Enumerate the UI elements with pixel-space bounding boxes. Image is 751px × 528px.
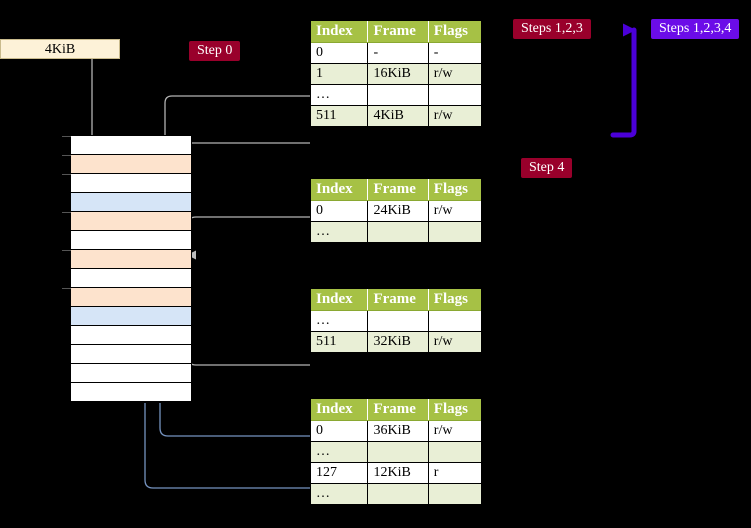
column-header-index: Index bbox=[311, 179, 369, 201]
memory-frame-row bbox=[71, 231, 191, 250]
table-row: … bbox=[311, 221, 481, 242]
table-cell: 0 bbox=[311, 42, 369, 64]
badge-step-4: Step 4 bbox=[521, 158, 573, 178]
table-cell: - bbox=[428, 42, 481, 64]
table-cell: 24KiB bbox=[367, 200, 429, 222]
badge-step-0: Step 0 bbox=[189, 41, 241, 61]
table-row: … bbox=[311, 441, 481, 463]
memory-frame-row bbox=[71, 155, 191, 174]
table-cell: … bbox=[311, 310, 369, 332]
table-cell bbox=[428, 221, 481, 242]
violet-bracket-arrow bbox=[610, 23, 637, 138]
table-cell bbox=[367, 483, 429, 504]
memory-row-tick bbox=[62, 136, 71, 137]
memory-frame-row bbox=[71, 174, 191, 193]
table-cell bbox=[428, 441, 481, 463]
column-header-frame: Frame bbox=[367, 21, 429, 43]
badge-steps-1-2-3-4: Steps 1,2,3,4 bbox=[651, 19, 740, 39]
column-header-index: Index bbox=[311, 21, 369, 43]
memory-frame-row bbox=[71, 250, 191, 269]
memory-row-tick bbox=[62, 288, 71, 289]
memory-frame-row bbox=[71, 307, 191, 326]
table-cell: 127 bbox=[311, 462, 369, 484]
table-row: … bbox=[311, 84, 481, 106]
memory-frame-row bbox=[71, 326, 191, 345]
memory-row-tick bbox=[62, 155, 71, 156]
table-cell: 511 bbox=[311, 105, 369, 126]
table-cell: 0 bbox=[311, 200, 369, 222]
source-size-box: 4KiB bbox=[0, 39, 120, 59]
table-cell bbox=[367, 84, 429, 106]
table-cell bbox=[367, 441, 429, 463]
memory-row-tick bbox=[62, 250, 71, 251]
table-cell: r/w bbox=[428, 63, 481, 85]
table-cell: … bbox=[311, 221, 369, 242]
table-cell: r bbox=[428, 462, 481, 484]
table-cell bbox=[367, 310, 429, 332]
badge-steps-1-2-3: Steps 1,2,3 bbox=[513, 19, 591, 39]
table-cell: 12KiB bbox=[367, 462, 429, 484]
table-cell: 1 bbox=[311, 63, 369, 85]
table-cell bbox=[367, 221, 429, 242]
table-cell: r/w bbox=[428, 331, 481, 352]
column-header-index: Index bbox=[311, 289, 369, 311]
memory-frame-row bbox=[71, 193, 191, 212]
memory-frame-row bbox=[71, 364, 191, 383]
table-cell: … bbox=[311, 483, 369, 504]
memory-frame-row bbox=[71, 383, 191, 402]
memory-frame-row bbox=[71, 269, 191, 288]
physical-memory-column bbox=[62, 135, 192, 403]
table-cell bbox=[428, 310, 481, 332]
table-cell: … bbox=[311, 84, 369, 106]
column-header-frame: Frame bbox=[367, 289, 429, 311]
memory-frame-row bbox=[71, 288, 191, 307]
memory-frame-row bbox=[71, 212, 191, 231]
table-row: … bbox=[311, 310, 481, 332]
table-cell: 4KiB bbox=[367, 105, 429, 126]
table-cell: … bbox=[311, 441, 369, 463]
table-cell: r/w bbox=[428, 420, 481, 442]
memory-row-tick bbox=[62, 212, 71, 213]
column-header-frame: Frame bbox=[367, 399, 429, 421]
table-cell: 32KiB bbox=[367, 331, 429, 352]
table-cell: r/w bbox=[428, 105, 481, 126]
memory-row-tick bbox=[62, 174, 71, 175]
memory-frame-row bbox=[71, 345, 191, 364]
table-cell: 36KiB bbox=[367, 420, 429, 442]
table-cell: 511 bbox=[311, 331, 369, 352]
table-row: 0-- bbox=[311, 42, 481, 64]
column-header-index: Index bbox=[311, 399, 369, 421]
column-header-frame: Frame bbox=[367, 179, 429, 201]
table-cell bbox=[428, 483, 481, 504]
table-cell: 0 bbox=[311, 420, 369, 442]
table-cell: 16KiB bbox=[367, 63, 429, 85]
column-header-flags: Flags bbox=[428, 289, 481, 311]
memory-frame-row bbox=[71, 136, 191, 155]
table-cell: r/w bbox=[428, 200, 481, 222]
column-header-flags: Flags bbox=[428, 21, 481, 43]
table-cell: - bbox=[367, 42, 429, 64]
table-cell bbox=[428, 84, 481, 106]
column-header-flags: Flags bbox=[428, 179, 481, 201]
column-header-flags: Flags bbox=[428, 399, 481, 421]
table-row: … bbox=[311, 483, 481, 504]
source-size-label: 4KiB bbox=[44, 42, 76, 57]
